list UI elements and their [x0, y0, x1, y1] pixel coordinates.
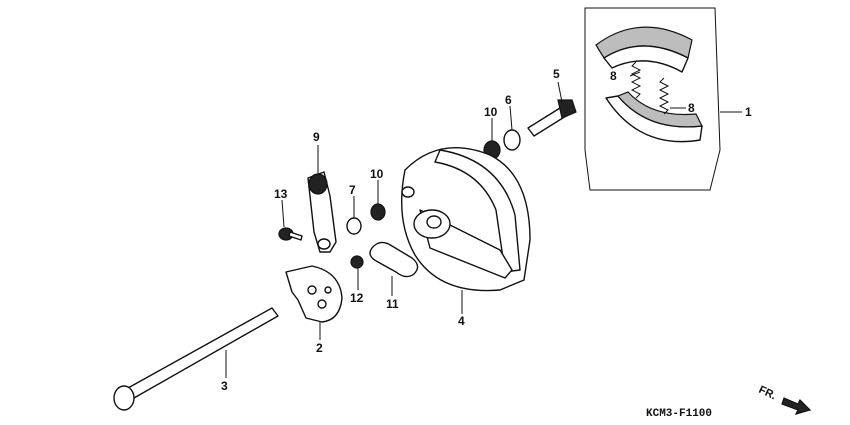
brake-panel-cam-hole — [401, 186, 415, 198]
callout-9: 9 — [313, 130, 320, 144]
front-direction-label: FR. — [757, 384, 778, 402]
brake-spring-right — [658, 77, 670, 115]
indicator-plate-hole-1 — [307, 285, 317, 295]
axle — [113, 307, 279, 411]
indicator-plate-hole-2 — [317, 299, 327, 309]
callout-10a: 10 — [484, 105, 498, 119]
callout-12: 12 — [350, 291, 364, 305]
callout-8a: 8 — [610, 69, 617, 83]
brake-shoe-upper-web — [603, 45, 689, 73]
diagram-code: KCM3-F1100 — [646, 408, 712, 420]
brake-shoe-frame — [584, 7, 721, 191]
callout-10b: 10 — [370, 167, 384, 181]
callout-1: 1 — [745, 105, 752, 119]
callout-7: 7 — [349, 183, 356, 197]
axle-shaft — [127, 307, 279, 399]
callout-numbers: 1 2 3 4 5 6 7 8 8 9 10 10 11 12 13 — [221, 67, 752, 393]
callout-8b: 8 — [688, 101, 695, 115]
indicator-plate-hole-3 — [324, 286, 332, 294]
brake-shoe-assembly — [584, 7, 721, 191]
brake-panel — [401, 147, 531, 292]
brake-arm-clamp — [308, 173, 328, 195]
indicator-plate — [285, 265, 343, 323]
brake-shoe-lower-lining — [617, 91, 703, 128]
seal-plate — [369, 241, 419, 278]
bolt-thread — [288, 231, 303, 241]
front-direction-indicator: FR. — [757, 384, 812, 415]
callout-3: 3 — [221, 379, 228, 393]
nut-lower — [370, 203, 386, 221]
dust-seal — [503, 129, 521, 151]
callout-5: 5 — [553, 67, 560, 81]
brake-arm-end — [317, 238, 331, 250]
brake-cam-head — [557, 99, 577, 119]
callout-6: 6 — [505, 93, 512, 107]
axle-head — [113, 385, 135, 411]
brake-panel-rib — [434, 149, 521, 273]
brake-arm — [307, 171, 337, 253]
leader-lines — [225, 71, 742, 378]
callout-2: 2 — [316, 341, 323, 355]
nut-small — [350, 255, 364, 269]
brake-spring-left — [630, 61, 642, 99]
callout-11: 11 — [386, 297, 399, 311]
callout-4: 4 — [458, 314, 465, 328]
washer — [346, 217, 362, 235]
bolt — [278, 227, 303, 241]
front-direction-arrow-icon — [781, 397, 812, 415]
callout-13: 13 — [274, 187, 288, 201]
brake-cam — [527, 99, 577, 137]
brake-panel-boss-hole — [426, 215, 442, 229]
